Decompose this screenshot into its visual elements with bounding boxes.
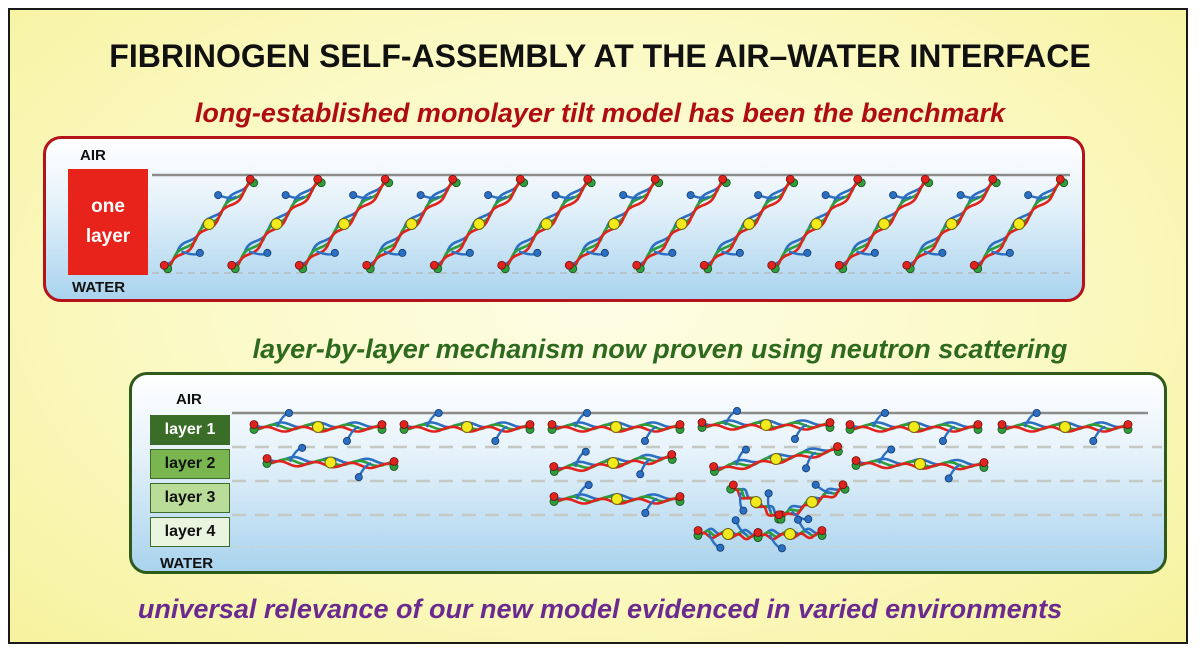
fibrinogen-molecule-icon — [294, 174, 394, 274]
one-layer-box: one layer — [68, 169, 148, 275]
fibrinogen-molecule-icon — [564, 174, 664, 274]
fibrinogen-molecule-icon — [549, 447, 677, 479]
fibrinogen-molecule-icon — [693, 516, 763, 552]
fibrinogen-molecule-icon — [249, 409, 387, 446]
monolayer-panel: AIR WATER one layer — [43, 136, 1085, 302]
layer-3-box: layer 3 — [150, 483, 230, 513]
fibrinogen-molecule-icon — [497, 174, 596, 274]
subtitle-universal-relevance: universal relevance of our new model evi… — [137, 594, 1063, 624]
fibrinogen-molecule-icon — [767, 174, 866, 274]
fibrinogen-molecule-icon — [399, 409, 535, 446]
fibrinogen-molecule-icon — [699, 174, 799, 274]
figure-title: FIBRINOGEN SELF-ASSEMBLY AT THE AIR–WATE… — [109, 38, 1091, 74]
fibrinogen-molecule-icon — [709, 442, 843, 476]
figure-frame: FIBRINOGEN SELF-ASSEMBLY AT THE AIR–WATE… — [8, 8, 1188, 644]
air-label: AIR — [80, 147, 106, 164]
water-label: WATER — [160, 555, 214, 572]
fibrinogen-molecule-icon — [632, 174, 731, 274]
fibrinogen-molecule-icon — [362, 174, 461, 274]
fibrinogen-molecule-icon — [547, 409, 685, 446]
layer-2-box: layer 2 — [150, 449, 230, 479]
fibrinogen-molecule-icon — [774, 480, 850, 524]
monolayer-diagram — [152, 173, 1070, 274]
multilayer-panel: AIR WATER layer 1 layer 2 layer 3 layer … — [129, 372, 1167, 574]
fibrinogen-molecule-icon — [997, 409, 1133, 446]
fibrinogen-molecule-icon — [753, 515, 827, 553]
fibrinogen-molecule-icon — [227, 174, 326, 274]
fibrinogen-molecule-icon — [902, 174, 1001, 274]
fibrinogen-molecule-icon — [851, 445, 989, 483]
fibrinogen-molecule-icon — [845, 409, 983, 446]
fibrinogen-molecule-icon — [262, 443, 399, 482]
subtitle-monolayer-model: long-established monolayer tilt model ha… — [194, 98, 1006, 128]
fibrinogen-molecule-icon — [429, 174, 529, 274]
subtitle-layer-mechanism: layer-by-layer mechanism now proven usin… — [252, 334, 1068, 364]
layer-4-box: layer 4 — [150, 517, 230, 547]
water-label: WATER — [72, 279, 126, 296]
multilayer-diagram — [232, 407, 1162, 553]
one-layer-label: one layer — [85, 196, 131, 247]
air-label: AIR — [176, 391, 202, 408]
fibrinogen-molecule-icon — [549, 481, 685, 517]
fibrinogen-molecule-icon — [159, 174, 259, 274]
fibrinogen-molecule-icon — [969, 174, 1069, 274]
fibrinogen-molecule-icon — [697, 407, 835, 444]
layer-1-box: layer 1 — [150, 415, 230, 445]
fibrinogen-molecule-icon — [834, 174, 934, 274]
